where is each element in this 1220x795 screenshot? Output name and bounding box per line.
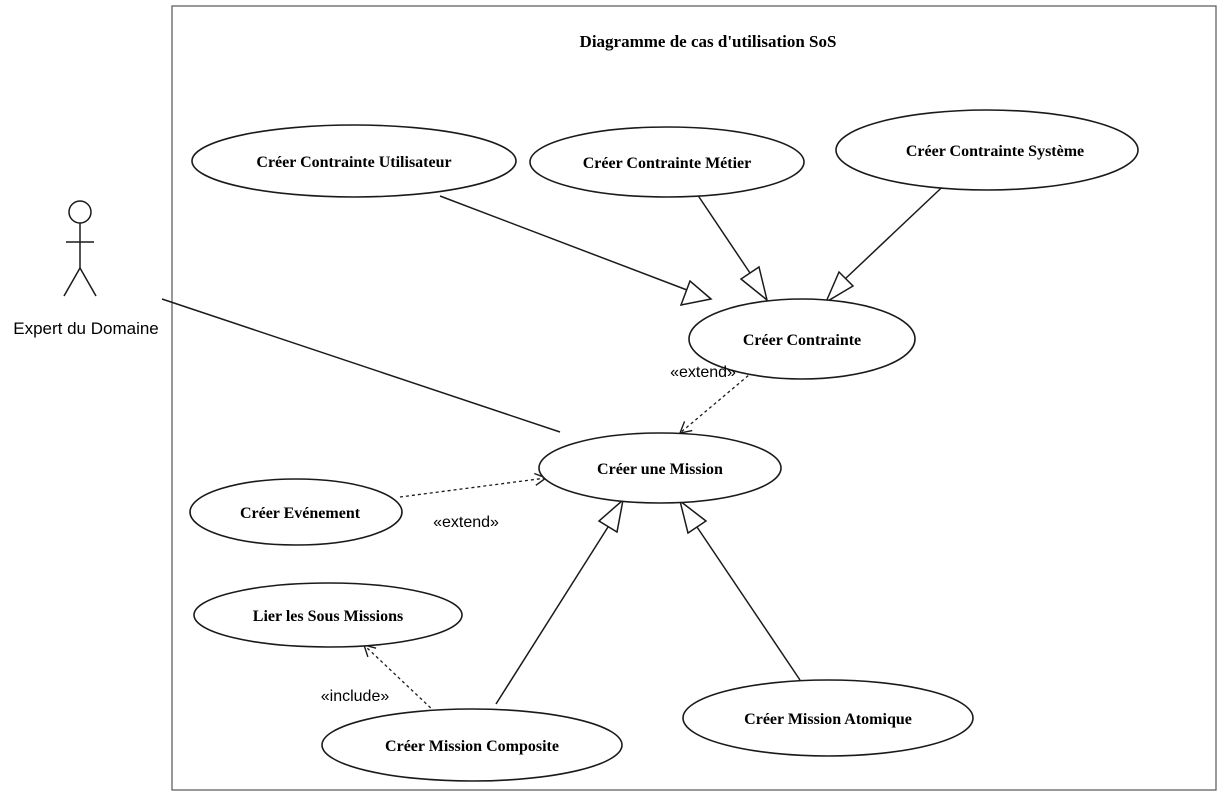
use-case-label: Créer Evénement bbox=[240, 505, 361, 522]
association-actor-mission bbox=[161, 298, 561, 433]
use-case-contrainte-utilisateur: Créer Contrainte Utilisateur bbox=[191, 124, 517, 198]
stereotype-extend-evenement: «extend» bbox=[433, 514, 499, 531]
extend-evenement-line bbox=[399, 472, 548, 498]
use-case-mission-atomique: Créer Mission Atomique bbox=[682, 679, 974, 757]
system-boundary bbox=[171, 5, 1217, 791]
use-case-label: Créer Mission Atomique bbox=[744, 711, 912, 728]
use-case-contrainte: Créer Contrainte bbox=[688, 298, 916, 380]
diagram-title: Diagramme de cas d'utilisation SoS bbox=[580, 32, 837, 51]
use-case-label: Créer une Mission bbox=[597, 461, 723, 478]
include-lier-line bbox=[362, 643, 436, 713]
actor-label: Expert du Domaine bbox=[13, 319, 159, 338]
generalization-utilisateur bbox=[439, 195, 713, 307]
use-case-label: Créer Contrainte Métier bbox=[583, 155, 752, 172]
use-case-lier-sous-missions: Lier les Sous Missions bbox=[193, 582, 463, 648]
use-case-label: Créer Contrainte Utilisateur bbox=[256, 154, 451, 171]
generalization-metier bbox=[692, 187, 769, 302]
stereotype-extend-contrainte: «extend» bbox=[670, 364, 736, 381]
generalization-atomique bbox=[678, 499, 801, 681]
generalization-composite bbox=[495, 498, 625, 705]
use-case-label: Créer Mission Composite bbox=[385, 738, 559, 755]
stereotype-include-lier: «include» bbox=[321, 688, 390, 705]
use-case-label: Créer Contrainte Système bbox=[906, 143, 1084, 160]
use-case-label: Lier les Sous Missions bbox=[253, 608, 403, 625]
use-case-mission-composite: Créer Mission Composite bbox=[321, 708, 623, 782]
use-case-mission: Créer une Mission bbox=[538, 432, 782, 504]
use-case-evenement: Créer Evénement bbox=[189, 478, 403, 546]
use-case-label: Créer Contrainte bbox=[743, 332, 861, 349]
generalization-systeme bbox=[824, 174, 956, 304]
actor-figure bbox=[63, 200, 97, 297]
use-case-contrainte-systeme: Créer Contrainte Système bbox=[835, 109, 1139, 191]
use-case-contrainte-metier: Créer Contrainte Métier bbox=[529, 126, 805, 198]
